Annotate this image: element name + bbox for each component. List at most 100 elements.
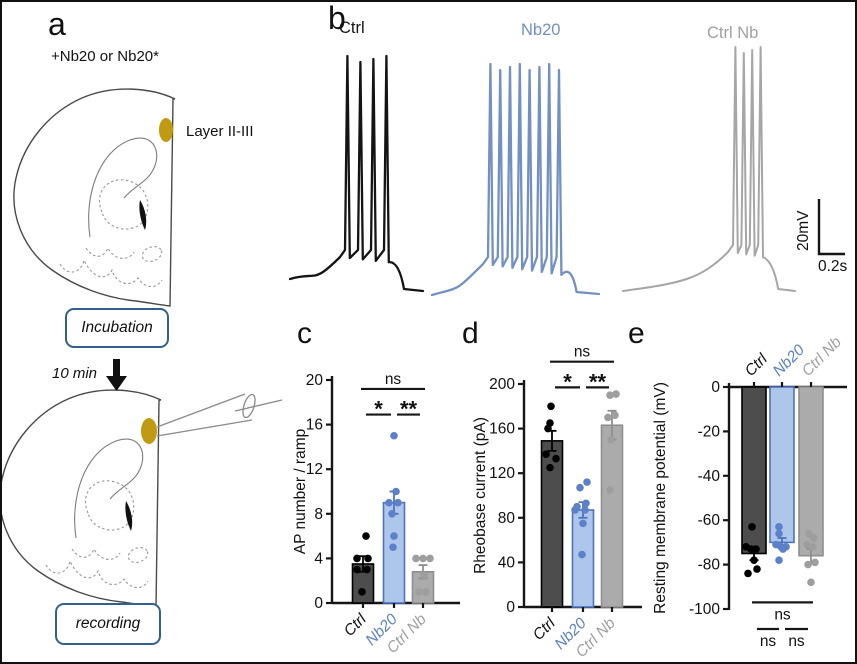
data-point-nb20 <box>579 519 587 528</box>
data-point-ctrl-nb <box>604 413 612 422</box>
significance-label: ns <box>788 633 805 650</box>
bar-ctrl-nb <box>798 386 824 557</box>
y-tick-label: 200 <box>489 376 515 393</box>
y-tick-label: 80 <box>498 510 516 527</box>
data-point-nb20 <box>390 431 398 440</box>
data-point-nb20 <box>388 510 396 518</box>
panel-b-label: b <box>328 0 346 36</box>
data-point-ctrl <box>544 424 552 433</box>
y-tick-label: -100 <box>689 601 720 618</box>
incubation-label: Incubation <box>81 319 153 336</box>
data-point-ctrl-nb <box>807 578 815 587</box>
data-point-nb20 <box>390 532 398 540</box>
y-tick-label: 20 <box>306 372 324 389</box>
data-point-ctrl-nb <box>811 558 819 567</box>
data-point-nb20 <box>571 506 579 514</box>
y-tick-label: -20 <box>698 423 721 440</box>
data-point-nb20 <box>389 543 397 552</box>
x-tick-label-ctrl: Ctrl <box>742 350 771 379</box>
recording-label: recording <box>75 615 141 632</box>
y-tick-label: 0 <box>711 379 720 396</box>
y-tick-label: 120 <box>489 465 515 482</box>
significance-label: ns <box>385 371 402 388</box>
data-point-ctrl-nb <box>419 554 427 563</box>
data-point-nb20 <box>576 483 584 492</box>
significance-label: ns <box>774 606 791 623</box>
data-point-ctrl <box>353 554 361 563</box>
significance-label: ** <box>400 397 418 422</box>
recording-box: recording <box>55 603 161 645</box>
y-tick-label: 40 <box>498 554 516 571</box>
y-tick-label: -60 <box>698 512 721 529</box>
significance-label: ** <box>589 369 607 394</box>
trace-label-ctrlnb: Ctrl Nb <box>707 24 758 42</box>
scalebar <box>817 199 845 256</box>
y-tick-label: 160 <box>489 421 515 438</box>
x-tick-label-nb20: Nb20 <box>770 341 808 379</box>
data-point-nb20 <box>581 506 589 514</box>
data-point-nb20 <box>394 498 402 507</box>
data-point-ctrl <box>753 565 761 573</box>
data-point-ctrl-nb <box>607 435 615 444</box>
data-point-ctrl <box>752 545 760 553</box>
y-axis-title: Resting membrane potential (mV) <box>652 382 669 614</box>
bar-ctrl-nb <box>600 424 624 608</box>
data-point-ctrl-nb <box>611 411 619 420</box>
data-point-ctrl-nb <box>612 390 620 398</box>
data-point-nb20 <box>775 556 783 564</box>
data-point-ctrl-nb <box>606 486 614 494</box>
y-axis-title: Rheobase current (pA) <box>472 417 489 574</box>
data-point-ctrl <box>750 556 758 564</box>
y-tick-label: 0 <box>314 595 323 612</box>
y-tick-label: -40 <box>698 468 721 485</box>
data-point-ctrl-nb <box>803 540 811 549</box>
y-axis-title: AP number / ramp <box>292 429 309 555</box>
data-point-ctrl <box>363 565 371 574</box>
down-arrow-icon <box>106 359 127 391</box>
panel-d-label: d <box>462 317 479 350</box>
data-point-ctrl-nb <box>809 543 817 551</box>
incubation-brain-diagram <box>13 88 176 307</box>
data-point-ctrl-nb <box>422 588 430 596</box>
y-tick-label: 4 <box>314 550 323 567</box>
scalebar-voltage-label: 20mV <box>795 210 812 251</box>
x-tick-label-ctrl-nb: Ctrl Nb <box>799 333 845 379</box>
ap-trace-ctrl <box>288 54 425 293</box>
data-point-nb20 <box>779 545 787 553</box>
data-point-ctrl-nb <box>415 588 423 596</box>
ap-trace-nb20 <box>430 62 601 297</box>
treatment-label: +Nb20 or Nb20* <box>51 48 159 65</box>
interval-label: 10 min <box>52 365 98 382</box>
data-point-nb20 <box>392 487 400 496</box>
trace-label-ctrl: Ctrl <box>339 19 365 37</box>
data-point-ctrl-nb <box>420 571 428 579</box>
data-point-ctrl <box>546 463 554 472</box>
data-point-ctrl <box>748 523 756 531</box>
y-tick-label: 12 <box>306 461 323 478</box>
significance-label: ns <box>760 633 777 650</box>
bar-nb20 <box>769 386 795 544</box>
pipette-icon <box>156 393 283 437</box>
data-point-ctrl <box>547 402 555 411</box>
data-point-nb20 <box>775 529 783 538</box>
bar-nb20 <box>382 501 406 604</box>
data-point-ctrl-nb <box>804 560 812 569</box>
layer-label: Layer II-III <box>186 123 254 140</box>
data-point-nb20 <box>583 478 591 486</box>
scalebar-time-label: 0.2s <box>818 258 848 275</box>
data-point-ctrl-nb <box>606 391 614 399</box>
significance-label: * <box>374 397 383 422</box>
panel-c-label: c <box>297 317 312 350</box>
data-point-ctrl-nb <box>412 554 420 563</box>
data-point-ctrl <box>552 454 560 463</box>
injection-site-icon <box>159 118 173 142</box>
data-point-ctrl-nb <box>426 554 434 563</box>
recording-site-icon <box>141 418 157 444</box>
data-point-nb20 <box>775 523 783 531</box>
data-point-nb20 <box>385 498 393 507</box>
